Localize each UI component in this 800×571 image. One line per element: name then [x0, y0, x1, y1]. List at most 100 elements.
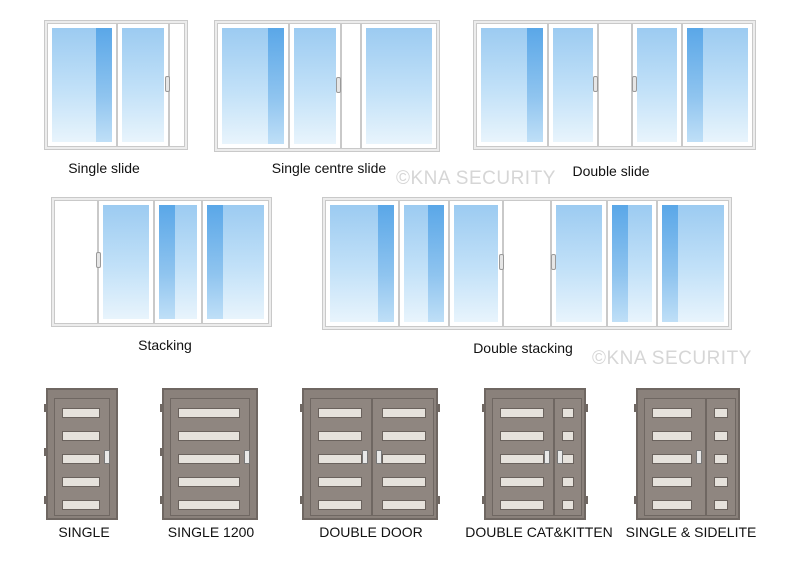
hinge-icon [44, 404, 47, 412]
label-double-cat-kitten: DOUBLE CAT&KITTEN [465, 524, 613, 540]
glass-panel [361, 23, 437, 149]
label-single-sidelite: SINGLE & SIDELITE [625, 524, 757, 540]
door-slot [382, 408, 426, 418]
glass-panel [325, 200, 399, 327]
watermark: ©KNA SECURITY [592, 348, 752, 369]
label-single-slide: Single slide [68, 160, 140, 176]
door-slot [714, 431, 728, 441]
glass-panel [98, 200, 154, 324]
door-slot [382, 500, 426, 510]
opening-panel [169, 23, 185, 147]
handle-icon [96, 252, 101, 268]
single-sidelite-door-diagram [634, 388, 740, 520]
glass-panel [154, 200, 202, 324]
door-slot [652, 454, 692, 464]
door-slot [652, 431, 692, 441]
glass-panel [47, 23, 117, 147]
label-single-centre-slide: Single centre slide [271, 160, 387, 176]
hinge-icon [482, 404, 485, 412]
hinge-icon [482, 496, 485, 504]
glass-panel [551, 200, 607, 327]
door-slot [178, 477, 240, 487]
hinge-icon [160, 404, 163, 412]
door-slot [62, 477, 100, 487]
single-door-diagram [44, 388, 118, 520]
single-centre-slide-diagram [214, 20, 440, 152]
door-slot [382, 431, 426, 441]
glass-panel [217, 23, 289, 149]
hinge-icon [634, 404, 637, 412]
hinge-icon [585, 404, 588, 412]
door-handle-icon [544, 450, 550, 464]
handle-icon [499, 254, 504, 270]
double-door-diagram [300, 388, 440, 520]
door-slot [562, 477, 574, 487]
glass-panel [632, 23, 682, 147]
door-slot [382, 477, 426, 487]
handle-icon [336, 77, 341, 93]
watermark: ©KNA SECURITY [396, 168, 556, 189]
door-slot [178, 454, 240, 464]
door-slot [714, 500, 728, 510]
door-handle-icon [244, 450, 250, 464]
door-slot [500, 454, 544, 464]
handle-icon [632, 76, 637, 92]
door-slot [62, 408, 100, 418]
door-slot [178, 500, 240, 510]
single-slide-diagram [44, 20, 188, 150]
glass-panel [202, 200, 269, 324]
door-slot [562, 408, 574, 418]
handle-icon [165, 76, 170, 92]
glass-panel [607, 200, 657, 327]
door-slot [318, 408, 362, 418]
door-slot [62, 431, 100, 441]
door-slot [318, 431, 362, 441]
door-slot [652, 477, 692, 487]
door-slot [318, 500, 362, 510]
door-slot [500, 408, 544, 418]
stacking-diagram [51, 197, 272, 327]
door-slot [562, 500, 574, 510]
door-handle-icon [557, 450, 563, 464]
hinge-icon [585, 496, 588, 504]
opening-panel [54, 200, 98, 324]
door-slot [500, 431, 544, 441]
door-slot [318, 454, 362, 464]
glass-panel [117, 23, 169, 147]
hinge-icon [300, 496, 303, 504]
hinge-icon [44, 448, 47, 456]
door-slot [62, 500, 100, 510]
hinge-icon [437, 496, 440, 504]
single-1200-door-diagram [160, 388, 258, 520]
door-slot [62, 454, 100, 464]
glass-panel [682, 23, 753, 147]
door-slot [318, 477, 362, 487]
hinge-icon [437, 404, 440, 412]
door-slot [562, 431, 574, 441]
label-double-slide: Double slide [572, 163, 650, 179]
handle-icon [593, 76, 598, 92]
label-double-door: DOUBLE DOOR [319, 524, 423, 540]
door-slot [714, 454, 728, 464]
label-single-1200: SINGLE 1200 [167, 524, 255, 540]
handle-icon [551, 254, 556, 270]
glass-panel [548, 23, 598, 147]
door-slot [382, 454, 426, 464]
door-slot [714, 408, 728, 418]
door-handle-icon [104, 450, 110, 464]
door-slot [652, 500, 692, 510]
label-single: SINGLE [58, 524, 110, 540]
door-slot [178, 431, 240, 441]
hinge-icon [634, 496, 637, 504]
door-slot [178, 408, 240, 418]
glass-panel [476, 23, 548, 147]
label-double-stacking: Double stacking [473, 340, 573, 356]
double-cat-kitten-door-diagram [482, 388, 588, 520]
door-handle-icon [696, 450, 702, 464]
glass-panel [289, 23, 341, 149]
opening-panel [341, 23, 361, 149]
door-handle-icon [362, 450, 368, 464]
door-slot [500, 477, 544, 487]
hinge-icon [160, 448, 163, 456]
door-slot [652, 408, 692, 418]
